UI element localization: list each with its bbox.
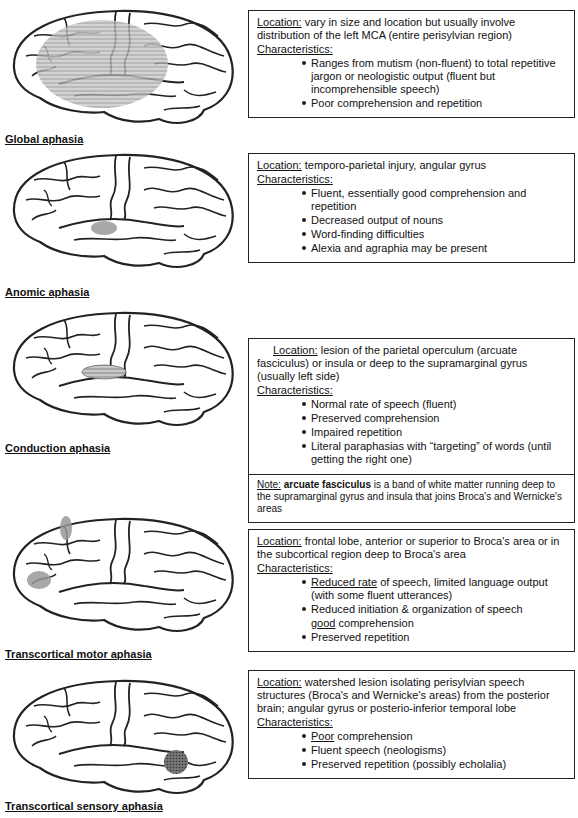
field-label: Characteristics: <box>257 173 333 185</box>
aphasia-caption: Anomic aphasia <box>5 286 89 298</box>
aphasia-info-box: Location:temporo-parietal injury, angula… <box>248 153 575 263</box>
bullet-item: Alexia and agraphia may be present <box>257 242 566 255</box>
bullet-item: Preserved repetition (possibly echolalia… <box>257 758 566 771</box>
description-text: Alexia and agraphia may be present <box>311 242 487 254</box>
text-line: Characteristics: <box>257 562 566 575</box>
description-text: Literal paraphasias with “targeting” of … <box>311 440 551 465</box>
bullet-item: Fluent speech (neologisms) <box>257 744 566 757</box>
bullet-item: Reduced initiation & organization of spe… <box>257 603 566 616</box>
field-label: Location: <box>273 344 318 356</box>
description-text: Normal rate of speech (fluent) <box>311 398 457 410</box>
bullet-dot <box>302 218 306 222</box>
bullet-dot <box>302 607 306 611</box>
field-label: Characteristics: <box>257 562 333 574</box>
text-line: Characteristics: <box>257 43 566 56</box>
field-label: Characteristics: <box>257 43 333 55</box>
field-label: Characteristics: <box>257 716 333 728</box>
text-line: Location:watershed lesion isolating peri… <box>257 676 566 715</box>
field-label: Characteristics: <box>257 384 333 396</box>
description-text: Ranges from mutism (non-fluent) to total… <box>311 57 556 95</box>
description-text: comprehension <box>337 730 412 742</box>
bullet-item: Fluent, essentially good comprehension a… <box>257 187 566 213</box>
bullet-dot <box>302 246 306 250</box>
bullet-dot <box>302 101 306 105</box>
bullet-item: Preserved comprehension <box>257 412 566 425</box>
bullet-dot <box>302 402 306 406</box>
bullet-dot <box>302 416 306 420</box>
bullet-item: Impaired repetition <box>257 426 566 439</box>
text-line: Location:temporo-parietal injury, angula… <box>257 159 566 172</box>
bullet-item: Word-finding difficulties <box>257 228 566 241</box>
field-label: Location: <box>257 535 302 547</box>
aphasia-caption: Transcortical sensory aphasia <box>5 800 163 812</box>
aphasia-caption: Transcortical motor aphasia <box>5 648 152 660</box>
bullet-item: Poorcomprehension <box>257 730 566 743</box>
description-text: Preserved repetition <box>311 631 409 643</box>
description-text: Reduced initiation & organization of spe… <box>311 603 523 615</box>
bullet-item: Reduced rateof speech, limited language … <box>257 576 566 602</box>
text-line: Location:lesion of the parietal operculu… <box>257 344 566 383</box>
bullet-item: Ranges from mutism (non-fluent) to total… <box>257 57 566 96</box>
field-label: Location: <box>257 16 302 28</box>
field-label: Location: <box>257 159 302 171</box>
field-label: Location: <box>257 676 302 688</box>
text-line: Location:vary in size and location but u… <box>257 16 566 42</box>
bullet-item: Normal rate of speech (fluent) <box>257 398 566 411</box>
text-line: Characteristics: <box>257 384 566 397</box>
text-line: Location:frontal lobe, anterior or super… <box>257 535 566 561</box>
aphasia-caption: Global aphasia <box>5 133 83 145</box>
description-text: Word-finding difficulties <box>311 228 424 240</box>
description-text: frontal lobe, anterior or superior to Br… <box>257 535 559 560</box>
bullet-item: Decreased output of nouns <box>257 214 566 227</box>
aphasia-info-box: Location:watershed lesion isolating peri… <box>248 670 575 779</box>
description-text: comprehension <box>339 617 414 629</box>
bullet-dot <box>302 61 306 65</box>
description-text: Poor comprehension and repetition <box>311 97 482 109</box>
description-text: temporo-parietal injury, angular gyrus <box>305 159 486 171</box>
bullet-dot <box>302 430 306 434</box>
field-label: Note: <box>257 479 281 490</box>
bullet-dot <box>302 762 306 766</box>
aphasia-info-box: Location:lesion of the parietal operculu… <box>248 338 575 523</box>
bullet-item: Literal paraphasias with “targeting” of … <box>257 440 566 466</box>
bullet-item: Poor comprehension and repetition <box>257 97 566 110</box>
description-text: Preserved repetition (possibly echolalia… <box>311 758 506 770</box>
description-text: Preserved comprehension <box>311 412 439 424</box>
description-text: Impaired repetition <box>311 426 402 438</box>
description-text: Fluent, essentially good comprehension a… <box>311 187 526 212</box>
bullet-dot <box>302 232 306 236</box>
bullet-dot <box>302 444 306 448</box>
bullet-item: Preserved repetition <box>257 631 566 644</box>
aphasia-info-box: Location:frontal lobe, anterior or super… <box>248 529 575 652</box>
description-text: Decreased output of nouns <box>311 214 443 226</box>
text-line: Note:arcuate fasciculusis a band of whit… <box>257 479 566 515</box>
field-label: good <box>311 617 335 629</box>
bullet-dot <box>302 191 306 195</box>
field-label: Reduced rate <box>311 576 377 588</box>
field-label: Poor <box>311 730 334 742</box>
bullet-dot <box>302 580 306 584</box>
text-line: Characteristics: <box>257 716 566 729</box>
text-line: Characteristics: <box>257 173 566 186</box>
bullet-dot <box>302 635 306 639</box>
text-line: good comprehension <box>257 617 566 630</box>
aphasia-info-box: Location:vary in size and location but u… <box>248 10 575 118</box>
note-box: Note:arcuate fasciculusis a band of whit… <box>249 474 574 522</box>
term-text: arcuate fasciculus <box>284 479 371 490</box>
description-text: Fluent speech (neologisms) <box>311 744 446 756</box>
bullet-dot <box>302 748 306 752</box>
aphasia-caption: Conduction aphasia <box>5 442 110 454</box>
bullet-dot <box>302 734 306 738</box>
